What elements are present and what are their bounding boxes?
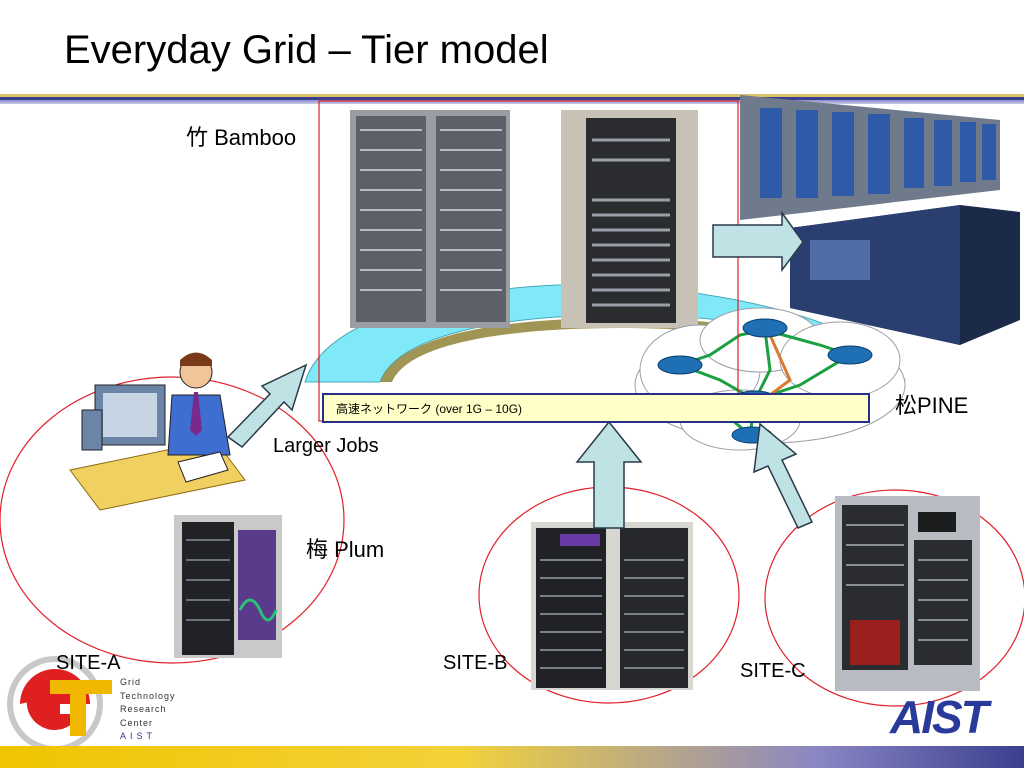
gtrc-line: Center	[120, 717, 154, 728]
arrow-icon-site-a	[226, 363, 308, 448]
gtrc-logo-text: Grid Technology Research Center AIST	[120, 676, 176, 744]
site-a-ellipse	[0, 376, 345, 664]
site-a-rack-image	[174, 515, 282, 658]
gtrc-logo-icon	[7, 656, 112, 752]
aist-logo: AIST	[890, 691, 989, 743]
arrow-icon-site-b	[575, 420, 643, 529]
router-icon	[827, 345, 873, 365]
bamboo-label: 竹 Bamboo	[186, 125, 297, 150]
site-c-label: SITE-C	[740, 660, 806, 682]
network-label-text: 高速ネットワーク (over 1G – 10G)	[336, 402, 523, 416]
router-icon	[742, 318, 788, 338]
site-b-label: SITE-B	[443, 652, 508, 674]
arrow-icon-pine	[712, 210, 804, 273]
router-network-cloud	[634, 307, 906, 451]
site-a-label: SITE-A	[56, 652, 121, 674]
slide-title: Everyday Grid – Tier model	[64, 28, 549, 72]
gtrc-line: Grid	[120, 677, 142, 687]
gtrc-line: Research	[120, 704, 167, 714]
desk-worker-icon	[69, 352, 246, 511]
gtrc-line: Technology	[120, 690, 176, 701]
pine-label: 松PINE	[895, 393, 969, 418]
arrow-icon-site-c	[753, 422, 814, 529]
plum-label: 梅 Plum	[306, 537, 385, 562]
larger-jobs-label: Larger Jobs	[273, 435, 379, 457]
gtrc-line: AIST	[120, 731, 157, 741]
router-icon	[657, 355, 703, 375]
network-label-box: 高速ネットワーク (over 1G – 10G)	[322, 393, 870, 423]
site-c-ellipse	[764, 489, 1024, 707]
bamboo-rack-image	[561, 110, 698, 328]
footer-bar	[0, 746, 1024, 768]
site-c-rack-image	[835, 496, 980, 691]
pine-supercomputer-image	[740, 95, 1020, 345]
bamboo-server-cluster-image	[350, 110, 510, 328]
title-divider-bar	[0, 94, 1024, 104]
site-b-rack-image	[531, 522, 693, 690]
